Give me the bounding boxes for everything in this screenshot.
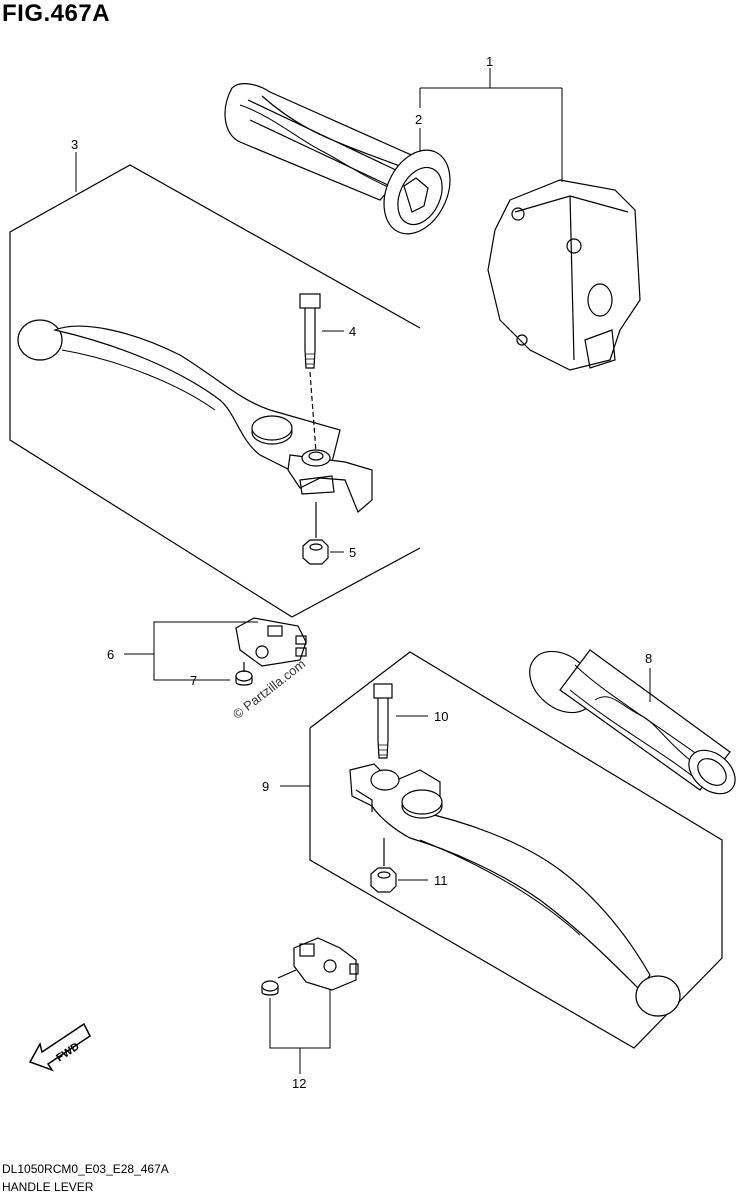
right-switch-housing [487, 179, 641, 371]
callout-3: 3 [71, 137, 78, 152]
callout-8: 8 [645, 651, 652, 666]
brake-switch-screw [235, 662, 253, 686]
callout-12: 12 [292, 1076, 306, 1091]
lever-pivot-nut [302, 502, 329, 565]
callout-5: 5 [349, 545, 356, 560]
section-name: HANDLE LEVER [2, 1180, 94, 1194]
group-box-upper [9, 164, 421, 618]
callout-4: 4 [349, 324, 356, 339]
fwd-arrow-icon [28, 1022, 91, 1072]
callout-2: 2 [415, 112, 422, 127]
figure-title: FIG.467A [2, 0, 111, 27]
callout-1: 1 [486, 54, 493, 69]
right-grip [224, 83, 451, 235]
callout-6: 6 [107, 647, 114, 662]
lever-pivot-bolt [299, 293, 321, 453]
callout-9: 9 [262, 779, 269, 794]
callout-7: 7 [190, 673, 197, 688]
front-brake-lever [17, 319, 373, 513]
clutch-lever [349, 763, 681, 1017]
callout-11: 11 [434, 873, 448, 888]
front-brake-switch [235, 617, 307, 667]
clutch-switch [261, 937, 359, 996]
callout-numbers: 1 2 3 4 5 6 7 8 9 10 11 12 [71, 54, 652, 1091]
group-box-lower [309, 651, 723, 1049]
left-grip [529, 649, 736, 795]
callout-10: 10 [434, 709, 448, 724]
group-box-upper-edge [291, 547, 421, 618]
clutch-pivot-bolt [373, 683, 393, 759]
leader-lines [75, 68, 651, 1074]
clutch-pivot-nut [370, 838, 397, 893]
model-code: DL1050RCM0_E03_E28_467A [2, 1162, 169, 1176]
